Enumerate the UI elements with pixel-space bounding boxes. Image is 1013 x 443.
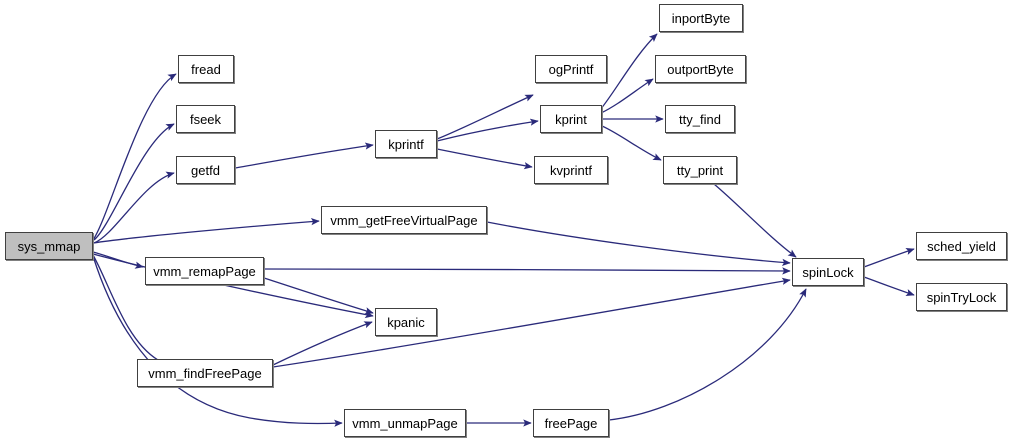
edge-kprint-to-outportByte — [600, 78, 654, 114]
node-label-spinTryLock: spinTryLock — [926, 289, 997, 305]
node-label-tty_find: tty_find — [679, 111, 721, 127]
edge-vmm_remapPage-to-spinLock — [263, 267, 791, 275]
edge-kprintf-to-ogPrintf — [436, 94, 534, 140]
edge-freePage-to-spinLock — [608, 288, 807, 421]
node-label-vmm_remapPage: vmm_remapPage — [153, 263, 256, 279]
node-label-vmm_unmapPage: vmm_unmapPage — [352, 415, 458, 431]
node-kprint[interactable]: kprint — [540, 105, 602, 133]
node-tty_print[interactable]: tty_print — [663, 156, 737, 184]
node-label-kprint: kprint — [555, 111, 587, 127]
node-label-ogPrintf: ogPrintf — [548, 61, 594, 77]
node-kprintf[interactable]: kprintf — [375, 130, 437, 158]
node-vmm_findFreePage[interactable]: vmm_findFreePage — [137, 359, 273, 387]
node-label-tty_print: tty_print — [676, 162, 724, 178]
node-fseek[interactable]: fseek — [176, 105, 235, 133]
node-kvprintf[interactable]: kvprintf — [534, 156, 608, 184]
node-label-sched_yield: sched_yield — [927, 238, 996, 254]
node-label-outportByte: outportByte — [667, 61, 734, 77]
edge-sys_mmap-to-fseek — [93, 123, 175, 241]
edge-getfd-to-kprintf — [234, 142, 374, 169]
node-vmm_unmapPage[interactable]: vmm_unmapPage — [344, 409, 466, 437]
node-tty_find[interactable]: tty_find — [665, 105, 735, 133]
node-label-kvprintf: kvprintf — [550, 162, 592, 178]
edge-tty_print-to-spinLock — [713, 183, 797, 258]
node-outportByte[interactable]: outportByte — [655, 55, 746, 83]
node-spinTryLock[interactable]: spinTryLock — [916, 283, 1007, 311]
node-sched_yield[interactable]: sched_yield — [916, 232, 1007, 260]
node-label-getfd: getfd — [191, 162, 220, 178]
node-label-vmm_getFreeVirtualPage: vmm_getFreeVirtualPage — [330, 212, 478, 228]
node-vmm_remapPage[interactable]: vmm_remapPage — [145, 257, 264, 285]
edge-sys_mmap-to-vmm_findFreePage — [92, 254, 160, 369]
edge-spinLock-to-sched_yield — [863, 248, 915, 268]
edge-sys_mmap-to-fread — [92, 73, 177, 241]
node-inportByte[interactable]: inportByte — [659, 4, 743, 32]
node-spinLock[interactable]: spinLock — [792, 258, 864, 286]
node-getfd[interactable]: getfd — [176, 156, 235, 184]
node-label-spinLock: spinLock — [802, 264, 854, 280]
edge-kprint-to-inportByte — [599, 33, 658, 111]
node-label-inportByte: inportByte — [671, 10, 731, 26]
node-vmm_getFreeVirtualPage[interactable]: vmm_getFreeVirtualPage — [321, 206, 487, 234]
node-fread[interactable]: fread — [178, 55, 234, 83]
edge-sys_mmap-to-vmm_unmapPage — [92, 255, 343, 427]
node-ogPrintf[interactable]: ogPrintf — [535, 55, 607, 83]
node-label-freePage: freePage — [544, 415, 598, 431]
edge-vmm_remapPage-to-kpanic — [263, 277, 374, 315]
edge-kprintf-to-kvprintf — [436, 148, 533, 170]
edge-vmm_getFreeVirtualPage-to-spinLock — [486, 221, 791, 267]
edge-kprintf-to-kprint — [436, 118, 539, 142]
edge-sys_mmap-to-kpanic — [92, 253, 374, 319]
node-label-fseek: fseek — [189, 111, 222, 127]
edge-vmm_findFreePage-to-spinLock — [272, 277, 791, 368]
node-sys_mmap[interactable]: sys_mmap — [5, 232, 93, 260]
node-label-fread: fread — [191, 61, 221, 77]
node-label-kprintf: kprintf — [388, 136, 424, 152]
node-kpanic[interactable]: kpanic — [375, 308, 437, 336]
edge-sys_mmap-to-getfd — [93, 171, 175, 244]
edge-spinLock-to-spinTryLock — [863, 276, 915, 296]
edge-sys_mmap-to-vmm_getFreeVirtualPage — [92, 217, 320, 244]
node-freePage[interactable]: freePage — [533, 409, 609, 437]
node-label-sys_mmap: sys_mmap — [17, 238, 81, 254]
node-label-kpanic: kpanic — [387, 314, 425, 330]
node-label-vmm_findFreePage: vmm_findFreePage — [148, 365, 262, 381]
edges — [92, 33, 915, 427]
edge-kprint-to-tty_print — [601, 125, 662, 161]
edge-vmm_findFreePage-to-kpanic — [272, 321, 373, 366]
